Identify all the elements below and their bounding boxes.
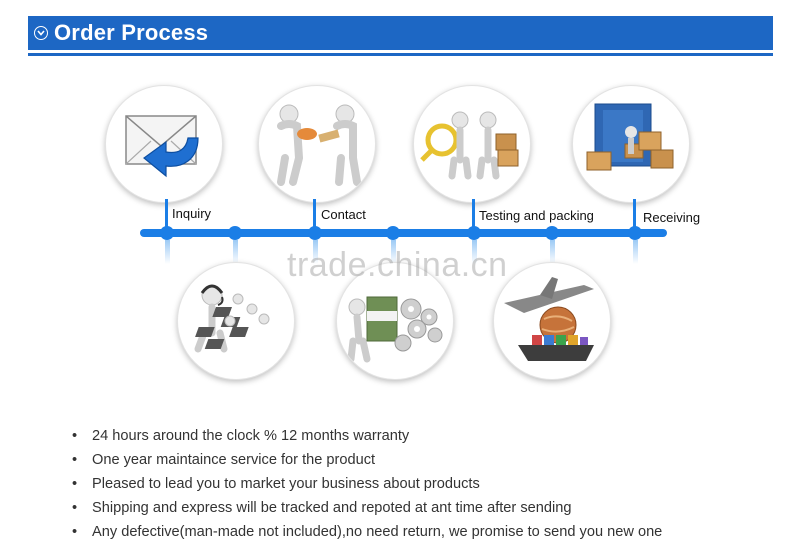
list-item: Any defective(man-made not included),no … (72, 520, 662, 544)
order-process-diagram: Inquiry Contact Testing and packing Rece… (105, 85, 701, 380)
plane-globe-ship-icon (493, 262, 611, 380)
list-item: Pleased to lead you to market your busin… (72, 472, 662, 496)
timeline-drop (165, 240, 170, 264)
step-label-contact: Contact (321, 207, 366, 222)
timeline-drop (313, 240, 318, 264)
step-label-receiving: Receiving (643, 210, 701, 225)
timeline-tick (313, 199, 316, 231)
timeline-node (467, 226, 481, 240)
page-title: Order Process (54, 20, 209, 45)
timeline-node (308, 226, 322, 240)
timeline-tick (472, 199, 475, 231)
timeline-drop (472, 240, 477, 264)
step-label-testing: Testing and packing (479, 208, 594, 223)
handshake-figures-icon (258, 85, 376, 203)
timeline-node (628, 226, 642, 240)
timeline-drop (633, 240, 638, 264)
timeline-tick (633, 199, 636, 231)
timeline-drop (391, 240, 396, 264)
section-header: Order Process (28, 16, 773, 50)
list-item: One year maintaince service for the prod… (72, 448, 662, 472)
step-label-inquiry: Inquiry (172, 206, 212, 221)
magnifier-box-figures-icon (413, 85, 531, 203)
envelope-arrow-icon (105, 85, 223, 203)
timeline-node (386, 226, 400, 240)
list-item: 24 hours around the clock % 12 months wa… (72, 424, 662, 448)
timeline-node (228, 226, 242, 240)
watermark: trade.china.cn (287, 246, 508, 284)
timeline-bar (140, 229, 667, 237)
timeline-tick (165, 199, 168, 231)
timeline-drop (233, 240, 238, 264)
container-boxes-icon (572, 85, 690, 203)
timeline-node (160, 226, 174, 240)
chevron-down-circle-icon (34, 26, 48, 40)
timeline-node (545, 226, 559, 240)
header-divider (28, 53, 773, 56)
features-list: 24 hours around the clock % 12 months wa… (72, 424, 662, 544)
call-center-icon (177, 262, 295, 380)
money-gears-icon (336, 262, 454, 380)
timeline-drop (550, 240, 555, 264)
list-item: Shipping and express will be tracked and… (72, 496, 662, 520)
